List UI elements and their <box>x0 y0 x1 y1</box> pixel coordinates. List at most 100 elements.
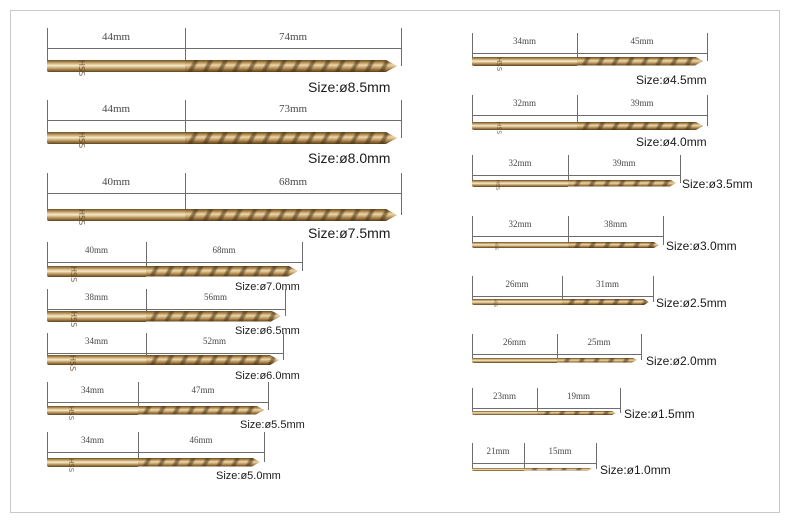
shank-length-label: 38mm <box>84 292 109 302</box>
dimension-tick <box>524 443 525 469</box>
dimension-tick <box>596 443 597 469</box>
flute-length-label: 45mm <box>630 36 654 46</box>
dimension-tick <box>268 382 269 410</box>
dimension-line <box>472 115 707 116</box>
hss-marking: HSS <box>77 60 86 77</box>
dimension-tick <box>653 276 654 302</box>
size-label: Size:ø1.5mm <box>624 407 695 421</box>
dimension-tick <box>707 95 708 126</box>
dimension-tick <box>472 95 473 126</box>
hss-marking: HSS <box>495 122 502 135</box>
dimension-tick <box>401 173 402 215</box>
dimension-tick <box>185 28 186 66</box>
drill-bit-shank: HSS <box>47 265 146 282</box>
flute-length-label: 73mm <box>278 103 308 115</box>
dimension-line <box>472 53 707 54</box>
drill-bit-flute <box>185 209 397 221</box>
dimension-line <box>47 48 401 49</box>
flute-length-label: 52mm <box>202 336 227 346</box>
drill-bit-flute <box>562 299 649 305</box>
drill-bit-shank: HSS <box>472 179 568 190</box>
hss-marking: HSS <box>77 132 86 149</box>
shank-length-label: 26mm <box>502 337 527 347</box>
hss-marking: HSS <box>494 242 499 251</box>
shank-length-label: 44mm <box>101 103 131 115</box>
dimension-tick <box>146 333 147 360</box>
flute-length-label: 39mm <box>630 98 654 108</box>
size-label: Size:ø7.5mm <box>308 225 391 241</box>
dimension-tick <box>472 334 473 360</box>
shank-length-label: 32mm <box>508 158 532 168</box>
dimension-tick <box>472 216 473 245</box>
drill-bit-shank: HSS <box>47 60 185 76</box>
dimension-tick <box>472 33 473 61</box>
dimension-tick <box>47 289 48 316</box>
drill-bit-flute <box>524 468 592 471</box>
flute-length-label: 15mm <box>548 446 572 456</box>
drill-bit-flute <box>185 60 397 72</box>
dimension-tick <box>472 388 473 413</box>
drill-bit-shank: HSS <box>47 355 146 371</box>
shank-length-label: 34mm <box>84 336 109 346</box>
dimension-tick <box>472 443 473 469</box>
flute-length-label: 74mm <box>278 31 308 43</box>
shank-length-label: 26mm <box>505 279 529 289</box>
shank-length-label: 44mm <box>101 31 131 43</box>
dimension-line <box>47 309 285 310</box>
shank-length-label: 21mm <box>486 446 510 456</box>
size-label: Size:ø7.0mm <box>235 280 300 293</box>
size-label: Size:ø6.5mm <box>235 324 300 337</box>
dimension-tick <box>472 276 473 302</box>
flute-length-label: 38mm <box>603 219 628 229</box>
drill-bit-flute <box>537 411 616 415</box>
flute-length-label: 68mm <box>212 245 236 255</box>
dimension-tick <box>283 333 284 360</box>
shank-length-label: 34mm <box>80 435 105 445</box>
flute-length-label: 56mm <box>203 292 228 302</box>
dimension-tick <box>620 388 621 413</box>
hss-marking: HSS <box>68 265 78 282</box>
drill-bit-flute <box>568 242 659 248</box>
dimension-tick <box>568 216 569 245</box>
dimension-line <box>47 120 401 121</box>
hss-marking: HSS <box>493 299 498 308</box>
drill-bit-flute <box>138 458 260 467</box>
size-label: Size:ø3.5mm <box>682 177 753 191</box>
drill-bit-shank <box>472 467 524 471</box>
dimension-tick <box>47 333 48 360</box>
drill-bit-flute <box>577 57 703 66</box>
drill-bit-shank: HSS <box>47 405 138 420</box>
shank-length-label: 34mm <box>512 36 537 46</box>
dimension-tick <box>472 155 473 183</box>
dimension-tick <box>138 382 139 410</box>
dimension-tick <box>47 382 48 410</box>
drill-bit-shank <box>472 357 557 363</box>
drill-bit-shank: HSS <box>472 299 562 308</box>
flute-length-label: 31mm <box>595 279 620 289</box>
drill-bit-flute <box>568 180 676 187</box>
drill-bit-shank: HSS <box>47 132 185 148</box>
size-label: Size:ø2.5mm <box>656 296 727 310</box>
drill-bit-flute <box>146 355 279 365</box>
size-label: Size:ø8.5mm <box>308 79 391 95</box>
size-label: Size:ø8.0mm <box>308 150 391 166</box>
flute-length-label: 68mm <box>278 176 308 188</box>
drill-bit-flute <box>577 122 703 130</box>
shank-length-label: 23mm <box>492 391 517 401</box>
dimension-line <box>472 354 641 355</box>
dimension-tick <box>285 289 286 316</box>
dimension-tick <box>401 28 402 66</box>
size-label: Size:ø4.5mm <box>636 73 707 87</box>
dimension-tick <box>568 155 569 183</box>
size-label: Size:ø2.0mm <box>646 354 717 368</box>
drill-bit-shank: HSS <box>47 310 146 327</box>
drill-bit-shank: HSS <box>472 56 577 71</box>
dimension-tick <box>47 242 48 271</box>
dimension-line <box>47 262 302 263</box>
drill-bit-shank: HSS <box>47 457 138 472</box>
drill-bit-flute <box>146 266 298 277</box>
dimension-tick <box>577 33 578 61</box>
drill-bit-flute <box>146 311 281 322</box>
hss-marking: HSS <box>77 209 86 226</box>
dimension-tick <box>557 334 558 360</box>
